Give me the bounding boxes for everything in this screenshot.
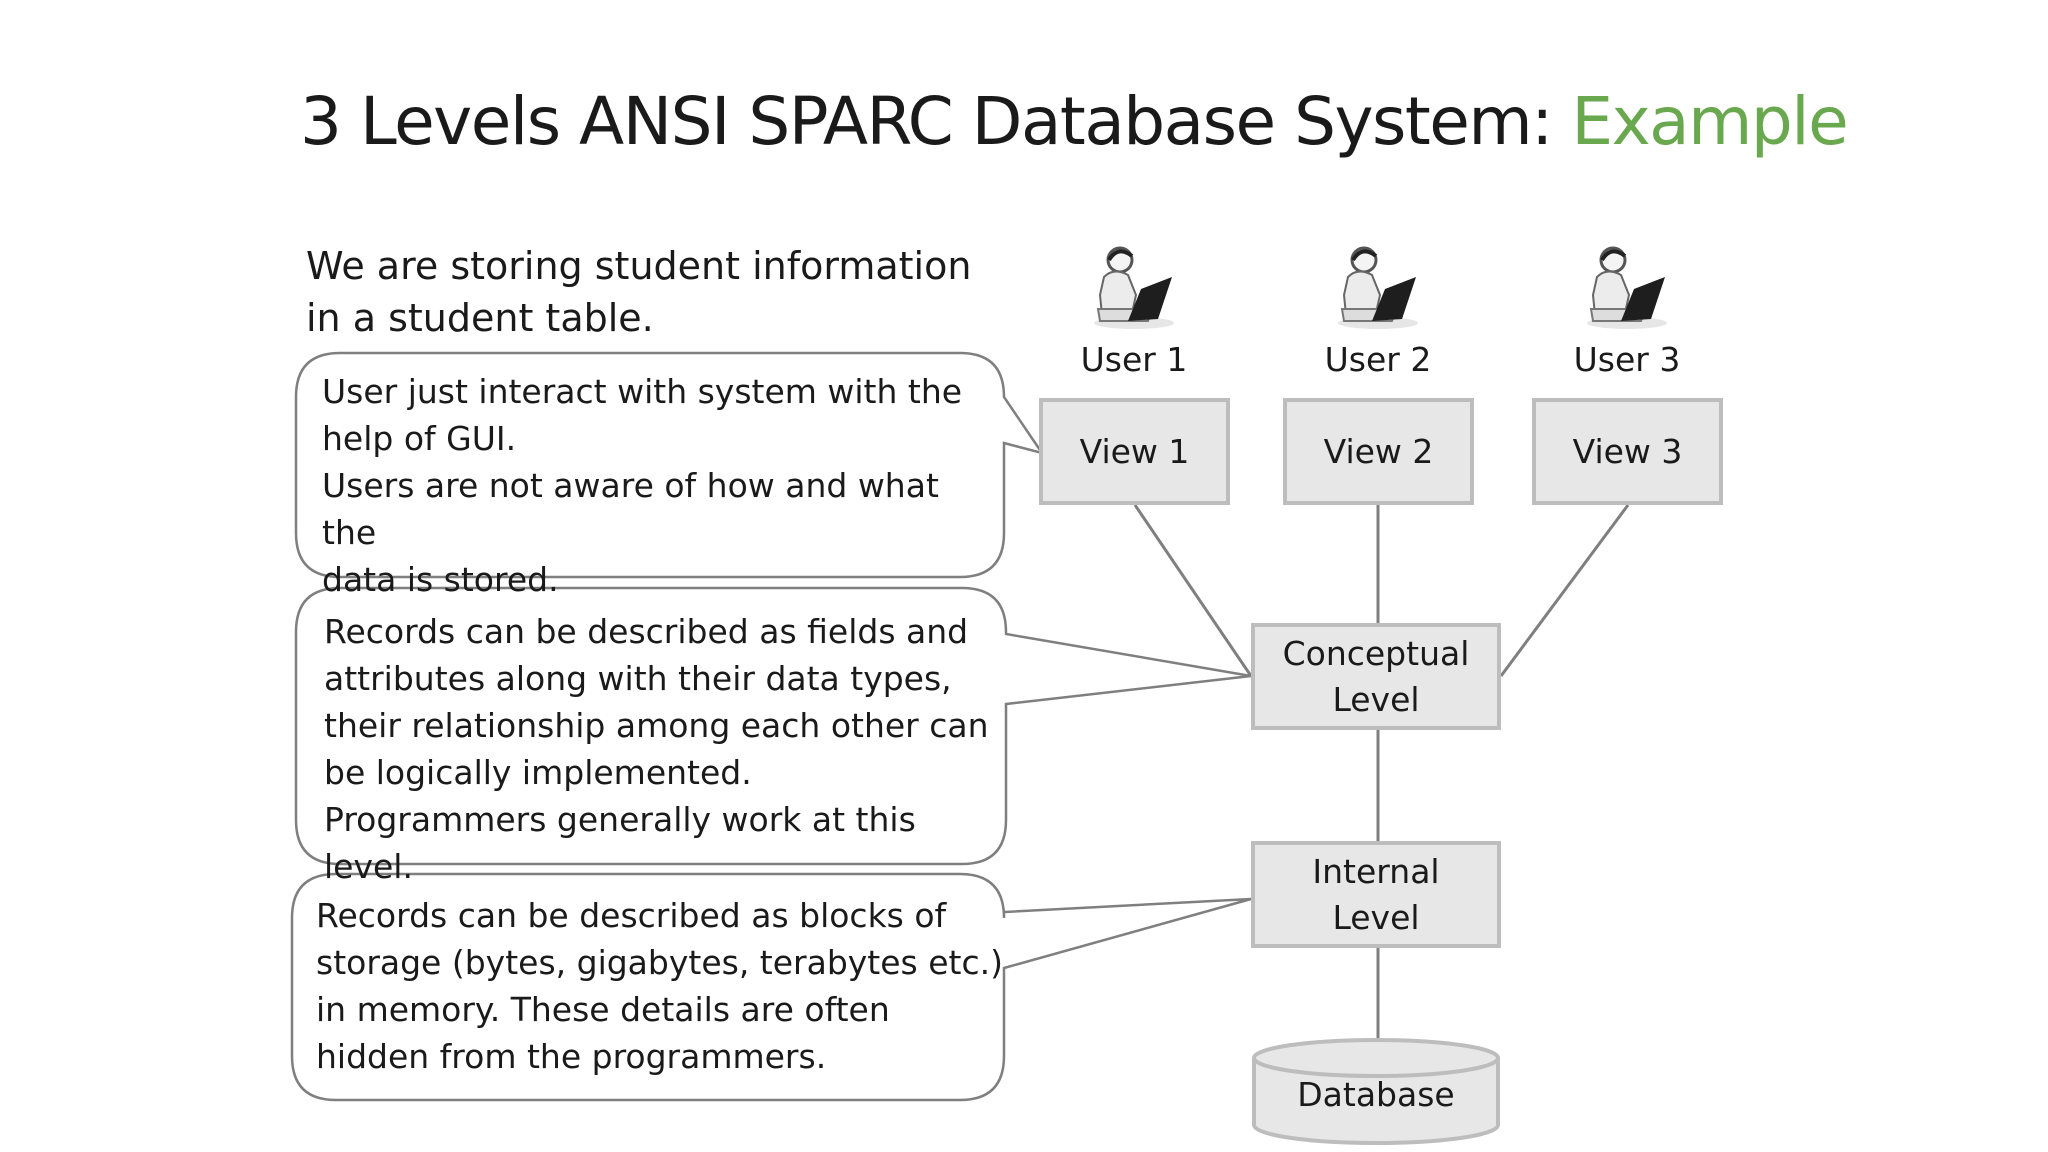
callout-line: Programmers generally work at this level…: [324, 800, 916, 886]
database-label: Database: [1297, 1075, 1455, 1114]
user-laptop-icon: [1587, 246, 1667, 329]
view-3-label: View 3: [1572, 431, 1683, 471]
user-laptop-icon: [1338, 246, 1418, 329]
internal-level-box: Internal Level: [1251, 841, 1501, 948]
view-2-box: View 2: [1283, 398, 1474, 505]
title-accent: Example: [1571, 83, 1848, 160]
conceptual-level-line2: Level: [1332, 679, 1420, 719]
user-2-label: User 2: [1324, 340, 1432, 379]
internal-level-line1: Internal: [1312, 851, 1440, 891]
callout-conceptual-text: Records can be described as fields and a…: [324, 608, 1014, 890]
callout-line: their relationship among each other can: [324, 706, 989, 745]
callout-internal-bubble: [290, 872, 1252, 1102]
callout-line: data is stored.: [322, 560, 559, 599]
callout-line: attributes along with their data types,: [324, 659, 952, 698]
callout-line: help of GUI.: [322, 419, 517, 458]
connector-view3-conceptual: [1499, 504, 1630, 677]
view-1-box: View 1: [1039, 398, 1230, 505]
connector-view1-conceptual: [1133, 504, 1253, 677]
user-3-label: User 3: [1573, 340, 1681, 379]
callout-line: Users are not aware of how and what the: [322, 466, 939, 552]
title-main: 3 Levels ANSI SPARC Database System:: [300, 83, 1572, 160]
callout-internal-text: Records can be described as blocks of st…: [316, 892, 1006, 1080]
callout-line: be logically implemented.: [324, 753, 752, 792]
user-laptop-icon: [1094, 246, 1174, 329]
slide-title: 3 Levels ANSI SPARC Database System: Exa…: [300, 72, 1849, 172]
callout-external-text: User just interact with system with the …: [322, 368, 1002, 603]
conceptual-level-line1: Conceptual: [1282, 633, 1470, 673]
callout-line: hidden from the programmers.: [316, 1037, 827, 1076]
callout-line: Records can be described as fields and: [324, 612, 969, 651]
callout-line: Records can be described as blocks of: [316, 896, 947, 935]
callout-line: User just interact with system with the: [322, 372, 963, 411]
internal-level-line2: Level: [1332, 897, 1420, 937]
callout-external-bubble: [294, 351, 1045, 579]
database-cylinder: [1252, 1038, 1500, 1145]
callout-line: in memory. These details are often: [316, 990, 890, 1029]
user-1-label: User 1: [1080, 340, 1188, 379]
intro-text: We are storing student information in a …: [306, 244, 972, 340]
callout-line: storage (bytes, gigabytes, terabytes etc…: [316, 943, 1003, 982]
view-3-box: View 3: [1532, 398, 1723, 505]
view-1-label: View 1: [1079, 431, 1190, 471]
callout-conceptual-bubble: [294, 586, 1252, 866]
view-2-label: View 2: [1323, 431, 1434, 471]
conceptual-level-box: Conceptual Level: [1251, 623, 1501, 730]
